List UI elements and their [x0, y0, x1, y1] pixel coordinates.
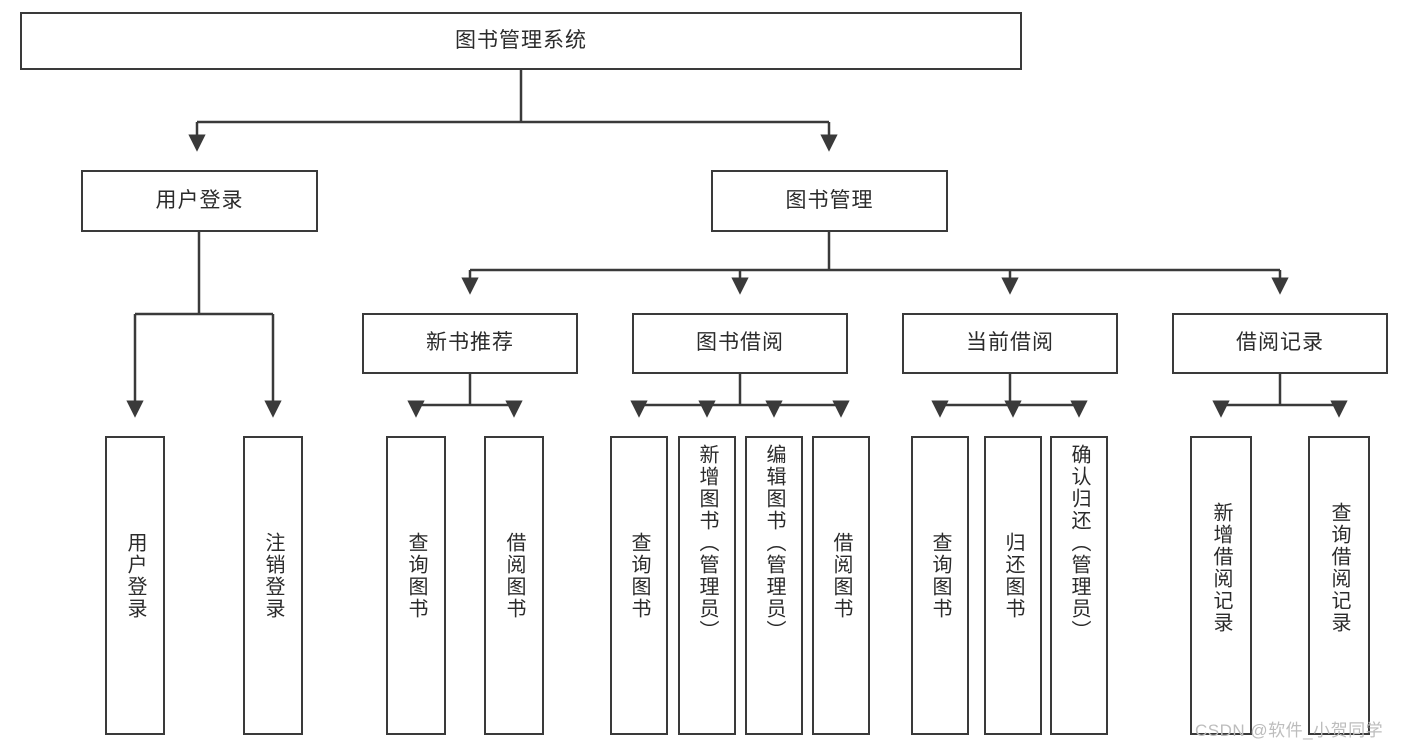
node-user-login[interactable]: 用户登录 — [81, 170, 318, 232]
node-leaf-return-book-label: 归还图书 — [1002, 532, 1024, 620]
node-current-borrow[interactable]: 当前借阅 — [902, 313, 1118, 374]
watermark: CSDN @软件_小贺同学 — [1195, 721, 1384, 740]
node-leaf-user-logout[interactable]: 注销登录 — [243, 436, 303, 735]
node-leaf-query-book-3[interactable]: 查询图书 — [911, 436, 969, 735]
node-leaf-confirm-return-label: 确认归还（管理员） — [1068, 444, 1090, 642]
node-leaf-borrow-book-2-label: 借阅图书 — [830, 532, 852, 620]
node-book-borrow[interactable]: 图书借阅 — [632, 313, 848, 374]
node-leaf-query-book-1-label: 查询图书 — [405, 532, 427, 620]
node-leaf-edit-book[interactable]: 编辑图书（管理员） — [745, 436, 803, 735]
node-user-login-label: 用户登录 — [155, 188, 244, 212]
node-book-manage-label: 图书管理 — [785, 188, 874, 212]
node-leaf-query-book-1[interactable]: 查询图书 — [386, 436, 446, 735]
node-new-book-rec[interactable]: 新书推荐 — [362, 313, 578, 374]
node-leaf-query-record[interactable]: 查询借阅记录 — [1308, 436, 1370, 735]
node-leaf-add-book[interactable]: 新增图书（管理员） — [678, 436, 736, 735]
node-leaf-add-record[interactable]: 新增借阅记录 — [1190, 436, 1252, 735]
node-leaf-query-book-2-label: 查询图书 — [628, 532, 650, 620]
node-leaf-query-book-3-label: 查询图书 — [929, 532, 951, 620]
node-leaf-add-record-label: 新增借阅记录 — [1210, 502, 1232, 634]
node-book-manage[interactable]: 图书管理 — [711, 170, 948, 232]
node-leaf-borrow-book-1[interactable]: 借阅图书 — [484, 436, 544, 735]
node-leaf-borrow-book-1-label: 借阅图书 — [503, 532, 525, 620]
node-current-borrow-label: 当前借阅 — [966, 331, 1054, 355]
node-book-borrow-label: 图书借阅 — [696, 331, 784, 355]
node-new-book-rec-label: 新书推荐 — [426, 331, 514, 355]
node-leaf-return-book[interactable]: 归还图书 — [984, 436, 1042, 735]
node-root[interactable]: 图书管理系统 — [20, 12, 1022, 70]
node-leaf-query-record-label: 查询借阅记录 — [1328, 502, 1350, 634]
node-leaf-confirm-return[interactable]: 确认归还（管理员） — [1050, 436, 1108, 735]
node-root-label: 图书管理系统 — [455, 28, 587, 52]
node-leaf-borrow-book-2[interactable]: 借阅图书 — [812, 436, 870, 735]
node-leaf-user-logout-label: 注销登录 — [262, 532, 284, 620]
node-leaf-edit-book-label: 编辑图书（管理员） — [763, 444, 785, 642]
node-leaf-user-login-label: 用户登录 — [124, 532, 146, 620]
node-borrow-record[interactable]: 借阅记录 — [1172, 313, 1388, 374]
node-leaf-user-login[interactable]: 用户登录 — [105, 436, 165, 735]
node-borrow-record-label: 借阅记录 — [1236, 331, 1324, 355]
node-leaf-add-book-label: 新增图书（管理员） — [696, 444, 718, 642]
node-leaf-query-book-2[interactable]: 查询图书 — [610, 436, 668, 735]
